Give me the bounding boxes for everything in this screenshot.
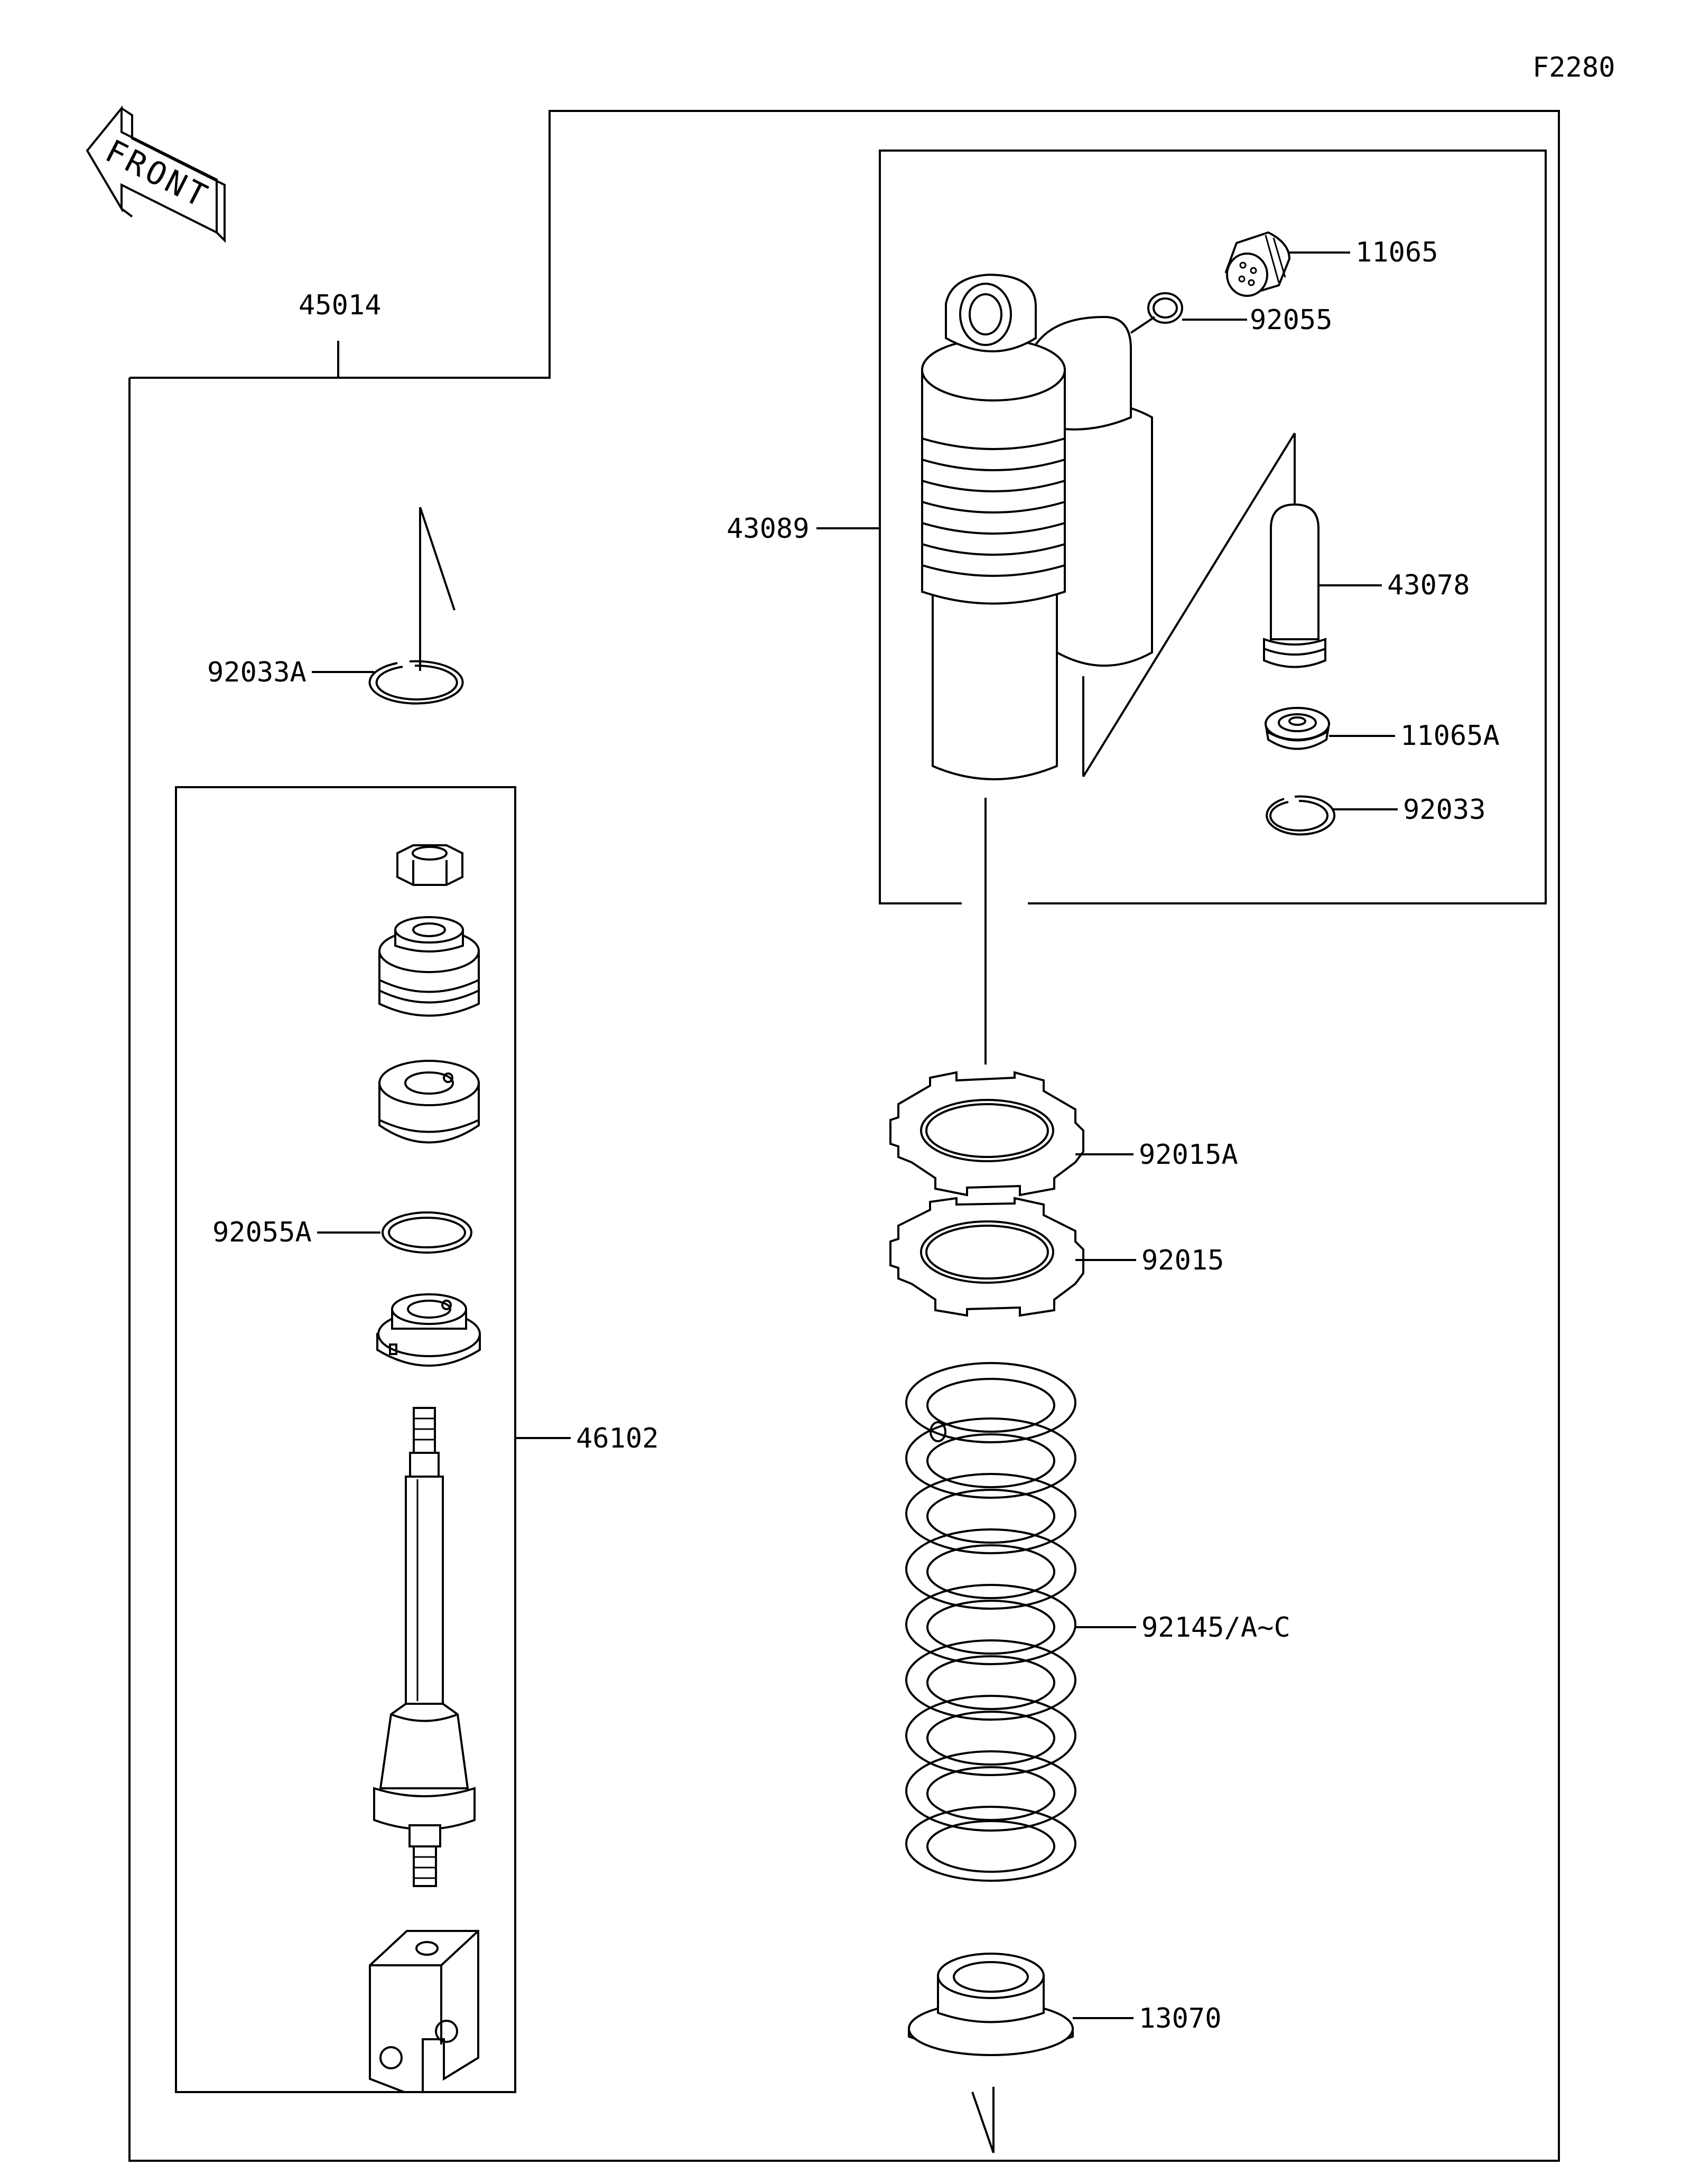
spring-guide-92015 bbox=[889, 1197, 1084, 1317]
valve-11065 bbox=[1224, 231, 1291, 297]
label-11065a: 11065A bbox=[1400, 720, 1500, 752]
label-46102: 46102 bbox=[576, 1423, 659, 1454]
label-92055a: 92055A bbox=[212, 1217, 312, 1248]
bladder-43078 bbox=[1263, 503, 1326, 668]
diagram-id: F2280 bbox=[1532, 52, 1615, 83]
piston-rod-part bbox=[373, 1407, 476, 1887]
label-92033a: 92033A bbox=[207, 657, 306, 688]
label-45014: 45014 bbox=[299, 290, 382, 321]
snap-ring-92033a bbox=[368, 507, 464, 705]
label-92015: 92015 bbox=[1141, 1245, 1224, 1276]
bushing-part bbox=[378, 1060, 480, 1144]
cap-11065a bbox=[1264, 707, 1331, 750]
nut-part bbox=[396, 844, 463, 886]
label-92145: 92145/A~C bbox=[1141, 1612, 1290, 1644]
label-43078: 43078 bbox=[1387, 570, 1470, 601]
shock-body-box bbox=[879, 150, 1547, 904]
snap-ring-92033 bbox=[1266, 795, 1336, 836]
label-92033: 92033 bbox=[1403, 794, 1486, 826]
label-92015a: 92015A bbox=[1139, 1139, 1238, 1171]
clevis-part bbox=[369, 1930, 479, 2093]
spring-guide-92015a bbox=[889, 1071, 1084, 1197]
spring-seat-13070 bbox=[908, 1953, 1074, 2056]
bump-cap-part bbox=[376, 1293, 481, 1367]
seal-head-part bbox=[378, 916, 480, 1017]
o-ring-92055a bbox=[382, 1211, 472, 1254]
label-92055: 92055 bbox=[1250, 304, 1333, 336]
front-arrow-icon: FRONT bbox=[86, 105, 226, 243]
label-13070: 13070 bbox=[1139, 2003, 1222, 2034]
assembly-outline bbox=[128, 110, 1560, 2162]
label-43089: 43089 bbox=[727, 513, 810, 545]
coil-spring-92145 bbox=[905, 1362, 1076, 1882]
rod-assembly-box bbox=[175, 786, 516, 2093]
shock-body-part bbox=[921, 273, 1066, 1065]
o-ring-92055 bbox=[1147, 292, 1183, 324]
label-11065: 11065 bbox=[1355, 237, 1438, 268]
